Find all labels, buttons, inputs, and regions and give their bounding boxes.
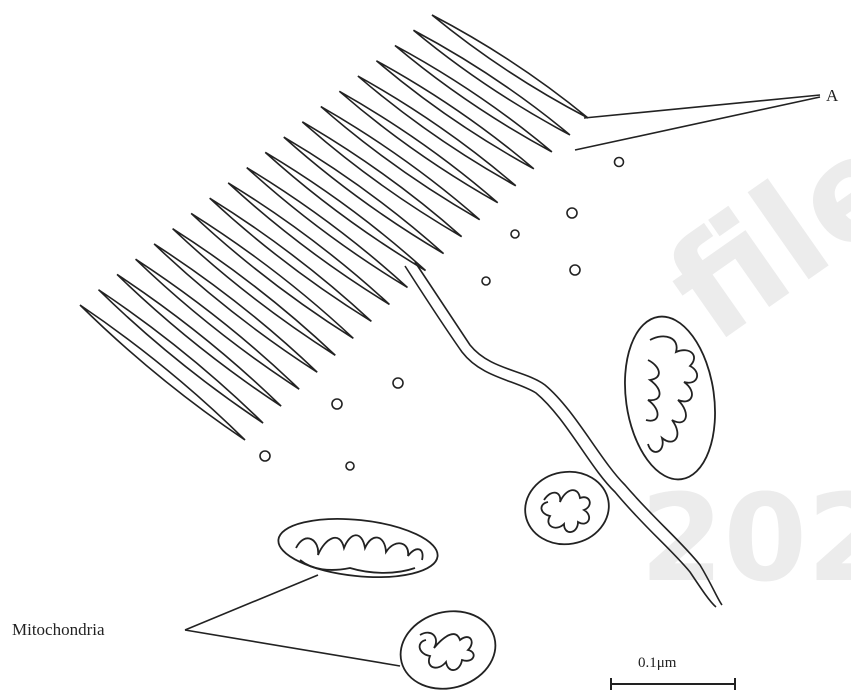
vesicle [511, 230, 519, 238]
vesicle [567, 208, 577, 218]
cell-membrane-line [415, 262, 722, 605]
lamella [413, 30, 569, 135]
mitochondrion-cristae [541, 490, 589, 532]
vesicle [393, 378, 403, 388]
lamella [154, 244, 317, 372]
lamella [339, 91, 497, 202]
vesicle [482, 277, 490, 285]
lamella [173, 229, 336, 356]
vesicle [615, 158, 624, 167]
lamella [80, 305, 245, 440]
mitochondrion-outer-membrane [392, 601, 504, 691]
lamella [432, 15, 588, 118]
lamella [99, 290, 264, 423]
lamella [210, 198, 372, 321]
leader-line-a [584, 95, 820, 118]
label-mitochondria: Mitochondria [12, 620, 105, 640]
scale-bar [611, 678, 735, 690]
lamella [136, 259, 300, 389]
vesicle [346, 462, 354, 470]
lamella [191, 213, 353, 338]
vesicle [332, 399, 342, 409]
mitochondrion-4 [615, 311, 725, 486]
vesicle [260, 451, 270, 461]
label-leader-lines [185, 95, 820, 666]
mitochondrion-outer-membrane [519, 465, 614, 550]
mitochondrion-cristae [296, 535, 423, 573]
leader-line-mitochondria [185, 630, 400, 666]
mitochondrion-1 [276, 512, 441, 584]
lamella [358, 76, 516, 186]
scale-bar-label: 0.1μm [638, 655, 676, 672]
vesicle [570, 265, 580, 275]
leader-line-mitochondria [185, 575, 318, 630]
lamella [376, 61, 533, 169]
lamella [395, 46, 552, 152]
mitochondrion-cristae [420, 633, 474, 670]
vesicles [260, 158, 624, 471]
leader-line-a [575, 97, 820, 150]
label-a: A [826, 86, 838, 106]
mitochondrion-2 [392, 601, 504, 691]
lamella [321, 107, 480, 220]
lamella [117, 274, 281, 406]
mitochondrion-3 [519, 465, 614, 550]
mitochondrion-outer-membrane [276, 512, 441, 584]
membrane-stack [80, 15, 588, 440]
lamella [228, 183, 389, 305]
lamella [302, 122, 461, 237]
mitochondrion-cristae [646, 336, 697, 452]
